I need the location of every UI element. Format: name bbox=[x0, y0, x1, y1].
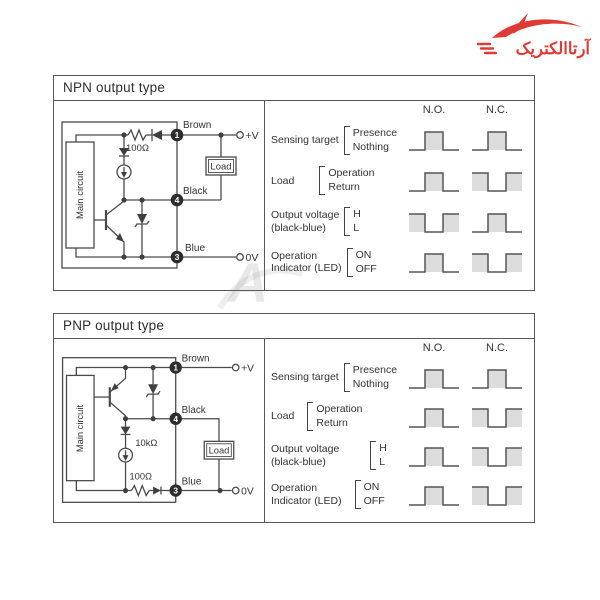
npn-load-box bbox=[205, 156, 237, 176]
pnp-panel-title: PNP output type bbox=[54, 314, 534, 339]
pnp-main-circuit-box bbox=[65, 374, 95, 482]
bracket-icon bbox=[344, 207, 351, 237]
npn-panel-title: NPN output type bbox=[54, 76, 534, 101]
pnp-header-nc: N.C. bbox=[486, 342, 508, 354]
bracket-icon bbox=[370, 441, 377, 471]
npn-wave-sensing-no bbox=[408, 127, 460, 153]
pnp-emitter-arrow bbox=[110, 383, 119, 392]
npn-wave-load-no bbox=[408, 168, 460, 194]
pnp-load-box bbox=[203, 440, 235, 460]
pnp-wave-led-no bbox=[408, 482, 460, 508]
pnp-wave-output-nc bbox=[471, 443, 523, 469]
npn-black-wire-label: Black bbox=[183, 186, 208, 197]
npn-circuit-diagram: Load 1 4 3 Main circuit Brown 100Ω bbox=[61, 120, 259, 269]
logo-text: آرتاالکتریک bbox=[516, 37, 592, 59]
pnp-wave-load-no bbox=[408, 404, 460, 430]
npn-brown-wire-label: Brown bbox=[183, 120, 211, 131]
npn-wave-led-no bbox=[408, 249, 460, 275]
pnp-current-source-icon bbox=[118, 447, 134, 463]
pnp-blue-wire-label: Blue bbox=[182, 477, 202, 488]
npn-main-circuit-box bbox=[65, 141, 95, 249]
npn-circuit-column: Load 1 4 3 Main circuit Brown 100Ω bbox=[54, 101, 265, 290]
pnp-resistor-bottom-label: 100Ω bbox=[129, 472, 152, 482]
npn-header-no: N.O. bbox=[422, 104, 446, 116]
pnp-diode-icon bbox=[153, 486, 161, 495]
pnp-panel: PNP output type bbox=[53, 313, 535, 523]
bracket-icon bbox=[354, 480, 361, 510]
npn-wave-led-nc bbox=[471, 249, 523, 275]
bracket-icon bbox=[343, 363, 350, 393]
pnp-wave-load-nc bbox=[471, 404, 523, 430]
brand-logo: آرتاالکتریک bbox=[476, 11, 594, 61]
bracket-icon bbox=[346, 247, 353, 277]
npn-current-source-icon bbox=[116, 164, 132, 180]
pnp-wave-sensing-no bbox=[408, 365, 460, 391]
npn-wave-sensing-nc bbox=[471, 127, 523, 153]
pnp-resistor-symbol bbox=[130, 483, 150, 498]
svg-text:4: 4 bbox=[175, 195, 180, 205]
npn-emitter-arrow bbox=[116, 233, 124, 242]
pnp-wave-sensing-nc bbox=[471, 365, 523, 391]
bracket-icon bbox=[307, 402, 314, 432]
pnp-header-no: N.O. bbox=[422, 342, 446, 354]
npn-terminal-3: 3 bbox=[170, 250, 184, 264]
pnp-black-wire-label: Black bbox=[182, 405, 206, 416]
pnp-wave-output-no bbox=[408, 443, 460, 469]
bracket-icon bbox=[343, 125, 350, 155]
npn-wave-load-nc bbox=[471, 168, 523, 194]
pnp-terminal-3: 3 bbox=[169, 484, 182, 497]
pnp-0v-terminal bbox=[231, 486, 240, 495]
logo-speed-lines bbox=[476, 42, 498, 55]
pnp-zener-icon bbox=[148, 384, 158, 395]
npn-blue-wire-label: Blue bbox=[185, 243, 205, 254]
pnp-enclosure-loop bbox=[61, 357, 177, 503]
pnp-terminal-4: 4 bbox=[169, 412, 182, 425]
logo-swoosh bbox=[492, 19, 582, 38]
pnp-circuit-diagram: Load 1 4 3 Main circuit Brown 10kΩ bbox=[61, 354, 254, 503]
pnp-0v-label: 0V bbox=[241, 486, 254, 497]
pnp-vplus-label: +V bbox=[241, 363, 254, 374]
npn-vplus-label: +V bbox=[246, 130, 259, 142]
svg-text:1: 1 bbox=[173, 363, 178, 373]
npn-diode-icon bbox=[152, 130, 162, 140]
npn-zener-icon bbox=[137, 214, 147, 224]
pnp-terminal-1: 1 bbox=[169, 361, 182, 374]
svg-text:3: 3 bbox=[175, 252, 180, 262]
npn-wave-output-nc bbox=[471, 209, 523, 235]
npn-terminal-4: 4 bbox=[170, 193, 184, 207]
pnp-wave-led-nc bbox=[471, 482, 523, 508]
npn-wave-output-no bbox=[408, 209, 460, 235]
pnp-circuit-column: Load 1 4 3 Main circuit Brown 10kΩ bbox=[54, 339, 265, 522]
npn-load-label: Load bbox=[210, 162, 231, 173]
npn-0v-label: 0V bbox=[246, 252, 259, 264]
pnp-vplus-terminal bbox=[231, 363, 240, 372]
pnp-main-circuit-label: Main circuit bbox=[75, 405, 85, 453]
svg-text:3: 3 bbox=[173, 486, 178, 496]
npn-panel: NPN output type bbox=[53, 75, 535, 291]
npn-header-nc: N.C. bbox=[486, 104, 508, 116]
pnp-load-label: Load bbox=[209, 446, 230, 456]
svg-text:4: 4 bbox=[173, 414, 178, 424]
npn-0v-terminal bbox=[236, 253, 244, 261]
npn-resistor-symbol bbox=[127, 128, 147, 142]
pnp-resistor-top-label: 10kΩ bbox=[135, 438, 157, 448]
npn-terminal-1: 1 bbox=[170, 128, 184, 142]
npn-vplus-terminal bbox=[236, 131, 244, 139]
svg-text:1: 1 bbox=[175, 130, 180, 140]
npn-main-circuit-label: Main circuit bbox=[75, 171, 86, 219]
npn-resistor-label: 100Ω bbox=[126, 143, 149, 154]
logo-lightning-icon bbox=[513, 13, 533, 34]
pnp-brown-wire-label: Brown bbox=[182, 354, 210, 365]
bracket-icon bbox=[319, 166, 326, 196]
